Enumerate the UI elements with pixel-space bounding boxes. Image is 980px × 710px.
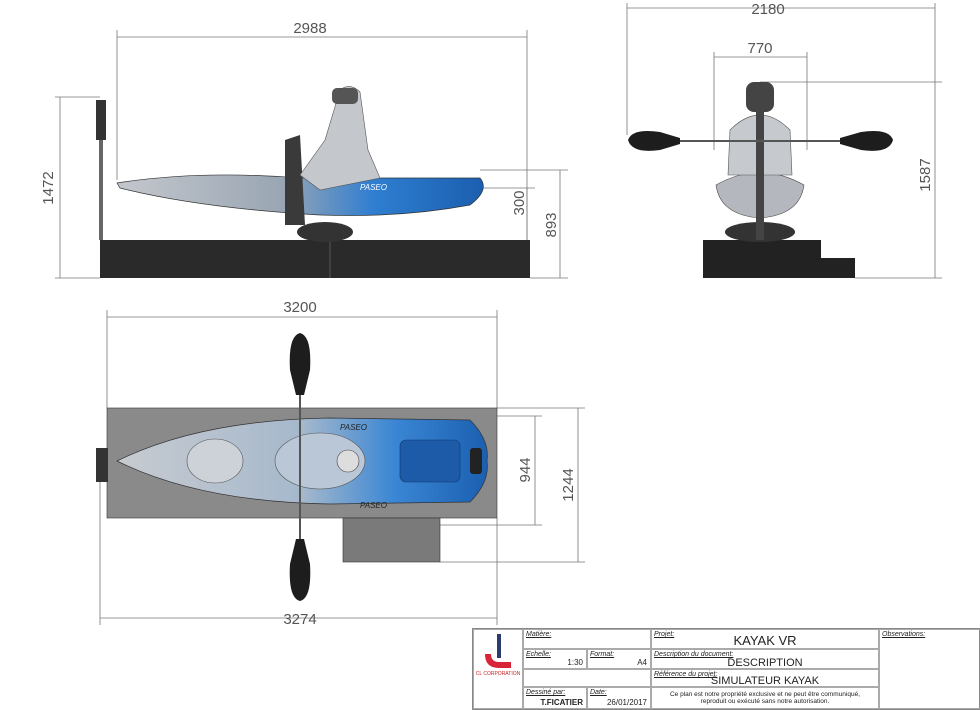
- reference-value: SIMULATEUR KAYAK: [710, 675, 820, 687]
- top-view: PASEO PASEO: [96, 333, 498, 601]
- logo-cell: CL CORPORATION: [473, 629, 523, 709]
- dimension-lines: [55, 3, 942, 625]
- side-view: PASEO: [96, 86, 530, 278]
- dim-top-length: 3200: [283, 299, 316, 316]
- format-label: Format:: [590, 651, 615, 658]
- description-label: Description du document:: [654, 651, 734, 658]
- dim-side-height: 1472: [40, 171, 57, 204]
- dessine-value: T.FICATIER: [540, 698, 583, 707]
- dim-side-seat: 300: [511, 190, 528, 215]
- description-value: DESCRIPTION: [727, 657, 803, 669]
- dim-side-length: 2988: [293, 20, 326, 37]
- front-view: [628, 82, 893, 278]
- dim-side-total: 893: [543, 212, 560, 237]
- logo-text: CL CORPORATION: [475, 671, 521, 677]
- format-value: A4: [637, 658, 647, 667]
- title-block: CL CORPORATION Matière: Echelle: 1:30 For…: [472, 628, 980, 710]
- date-value: 26/01/2017: [606, 698, 647, 707]
- svg-text:PASEO: PASEO: [360, 501, 387, 510]
- dim-front-height: 1587: [917, 158, 934, 191]
- dim-top-total-length: 3274: [283, 611, 316, 628]
- company-logo-icon: [485, 634, 511, 668]
- dim-front-inner: 770: [747, 40, 772, 57]
- date-label: Date:: [590, 689, 607, 696]
- projet-label: Projet:: [654, 631, 675, 638]
- hull-brand-logo: PASEO: [360, 183, 387, 192]
- projet-value: KAYAK VR: [733, 633, 797, 648]
- echelle-value: 1:30: [567, 658, 583, 667]
- matiere-label: Matière:: [526, 631, 552, 638]
- echelle-label: Echelle:: [526, 651, 551, 658]
- dim-top-width-inner: 944: [517, 457, 534, 482]
- notice-line-2: reproduit ou exécuté sans notre autorisa…: [700, 698, 830, 705]
- dessine-label: Dessiné par:: [526, 689, 566, 696]
- notice-line-1: Ce plan est notre propriété exclusive et…: [669, 691, 861, 698]
- svg-text:PASEO: PASEO: [340, 423, 367, 432]
- observations-label: Observations:: [882, 631, 926, 638]
- reference-label: Référence du projet:: [654, 671, 718, 678]
- dim-front-width: 2180: [751, 1, 784, 18]
- dim-top-width: 1244: [560, 468, 577, 501]
